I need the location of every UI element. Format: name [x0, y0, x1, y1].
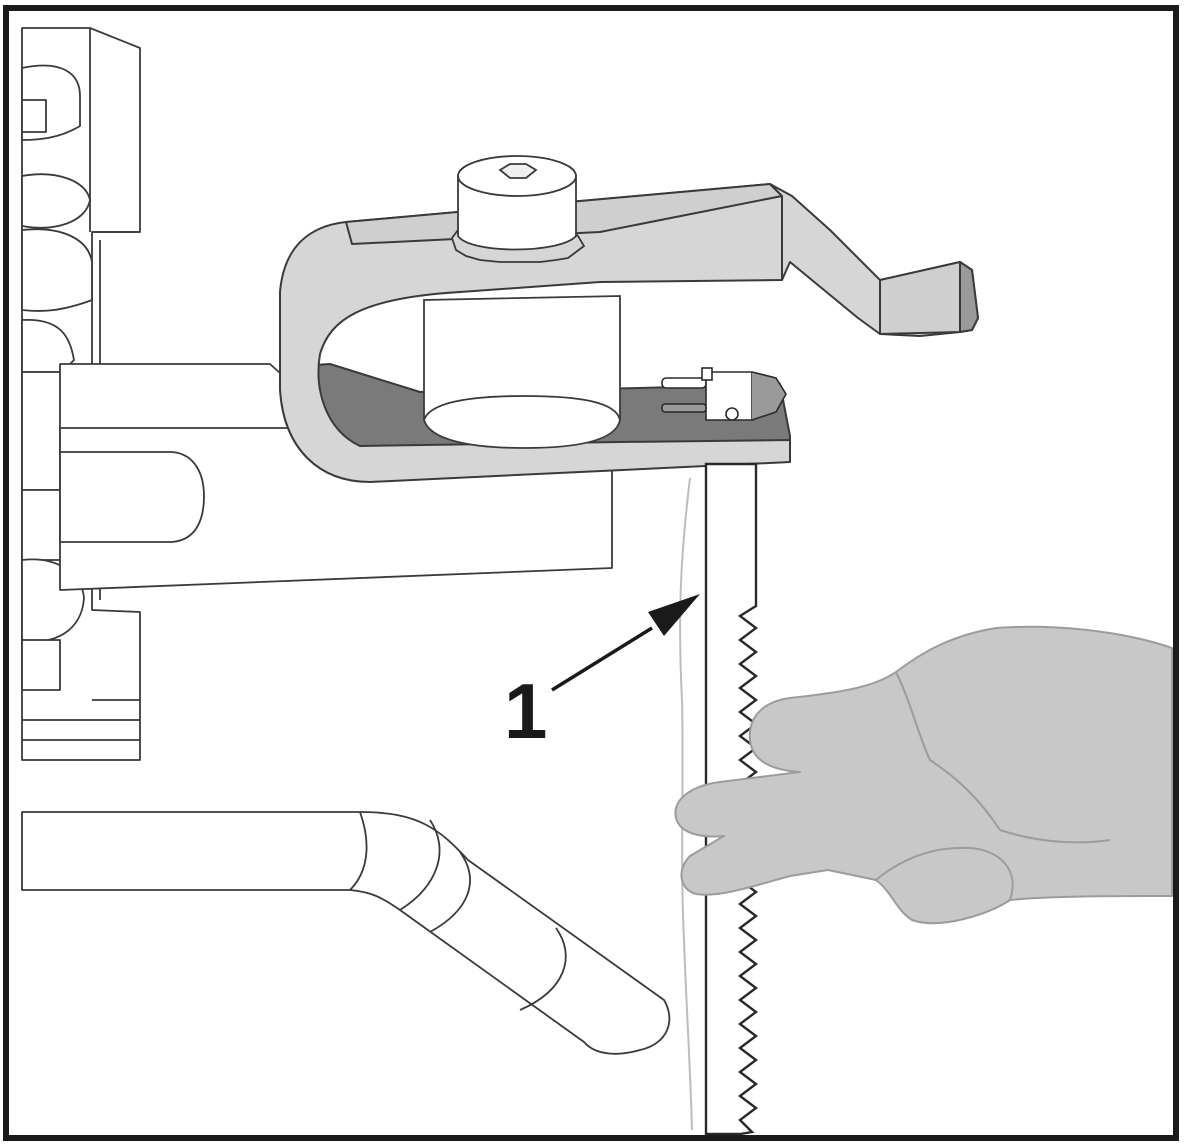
- blade-holder: [661, 367, 787, 421]
- figure-frame: [3, 5, 1179, 1141]
- upper-pulley: [21, 64, 81, 141]
- hand: [674, 625, 1173, 925]
- bolt-body: [457, 175, 577, 251]
- bottom-rod: [21, 811, 671, 1055]
- callout-1: 1: [504, 594, 700, 755]
- leader-line: [551, 626, 653, 692]
- u-bracket-face: [279, 183, 791, 483]
- hex-socket: [498, 163, 538, 179]
- socket-bolt: [450, 155, 586, 263]
- hand-shape: [674, 625, 1173, 925]
- arrow-head: [648, 594, 700, 636]
- roller: [423, 295, 621, 449]
- flange-upper: [21, 173, 91, 229]
- rod-outline: [21, 811, 671, 1055]
- callout-number: 1: [504, 667, 547, 755]
- arm-slot: [59, 451, 205, 543]
- spindle-upper: [21, 228, 93, 312]
